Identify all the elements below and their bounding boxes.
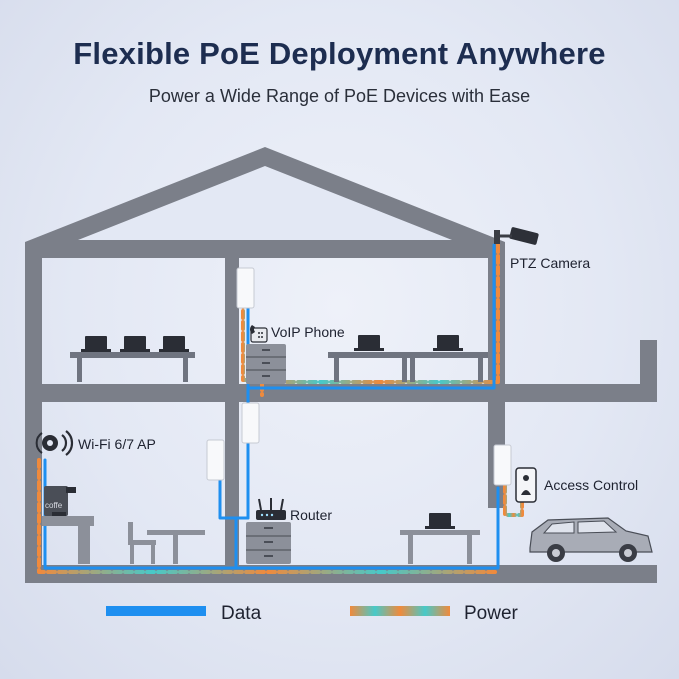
- power-line-ptz: [260, 243, 500, 397]
- phone-icon: [250, 325, 268, 343]
- legend: Data Power: [106, 603, 519, 624]
- extender-right: [493, 444, 512, 486]
- page-subtitle: Power a Wide Range of PoE Devices with E…: [148, 86, 531, 106]
- access-control-label: Access Control: [544, 477, 638, 493]
- data-line-router-ap: [218, 476, 250, 520]
- wifi-icon: [35, 430, 74, 456]
- legend-power-swatch: [350, 606, 450, 616]
- power-line-access: [503, 483, 524, 517]
- coffee-machine-icon: [44, 486, 76, 516]
- extender-upper: [236, 267, 255, 309]
- poe-extenders: [206, 267, 512, 486]
- router-cabinet: [246, 522, 291, 564]
- legend-data-swatch: [106, 606, 206, 616]
- data-line-ground: [234, 486, 500, 570]
- laptop-icon: [120, 336, 150, 352]
- ground-right-desk: [400, 513, 480, 564]
- laptop-icon: [354, 335, 384, 351]
- laptop-icon: [159, 336, 189, 352]
- ptz-camera-icon: [494, 227, 539, 245]
- house-structure: [25, 147, 657, 583]
- side-table: [147, 530, 205, 564]
- laptop-icon: [433, 335, 463, 351]
- ptz-camera-label: PTZ Camera: [510, 255, 590, 271]
- chair-icon: [128, 522, 156, 564]
- laptop-icon: [81, 336, 111, 352]
- ground-left-counter: [42, 516, 94, 564]
- upper-right-desks: [328, 335, 488, 382]
- page-title: Flexible PoE Deployment Anywhere: [73, 36, 606, 71]
- extender-middle: [241, 402, 260, 444]
- car-icon: [529, 517, 653, 562]
- router-label: Router: [290, 507, 332, 523]
- coffee-label: coffe: [45, 501, 63, 510]
- router-icon: [256, 498, 286, 520]
- extender-left: [206, 439, 225, 481]
- upper-cabinet: [246, 344, 286, 384]
- legend-power-label: Power: [464, 603, 519, 624]
- upper-left-desk: [70, 336, 195, 382]
- access-control-icon: [515, 467, 537, 503]
- legend-data-label: Data: [221, 603, 262, 624]
- laptop-icon: [425, 513, 455, 529]
- voip-phone-label: VoIP Phone: [271, 324, 345, 340]
- power-line-wifi: [37, 458, 497, 574]
- wifi-ap-label: Wi-Fi 6/7 AP: [78, 436, 156, 452]
